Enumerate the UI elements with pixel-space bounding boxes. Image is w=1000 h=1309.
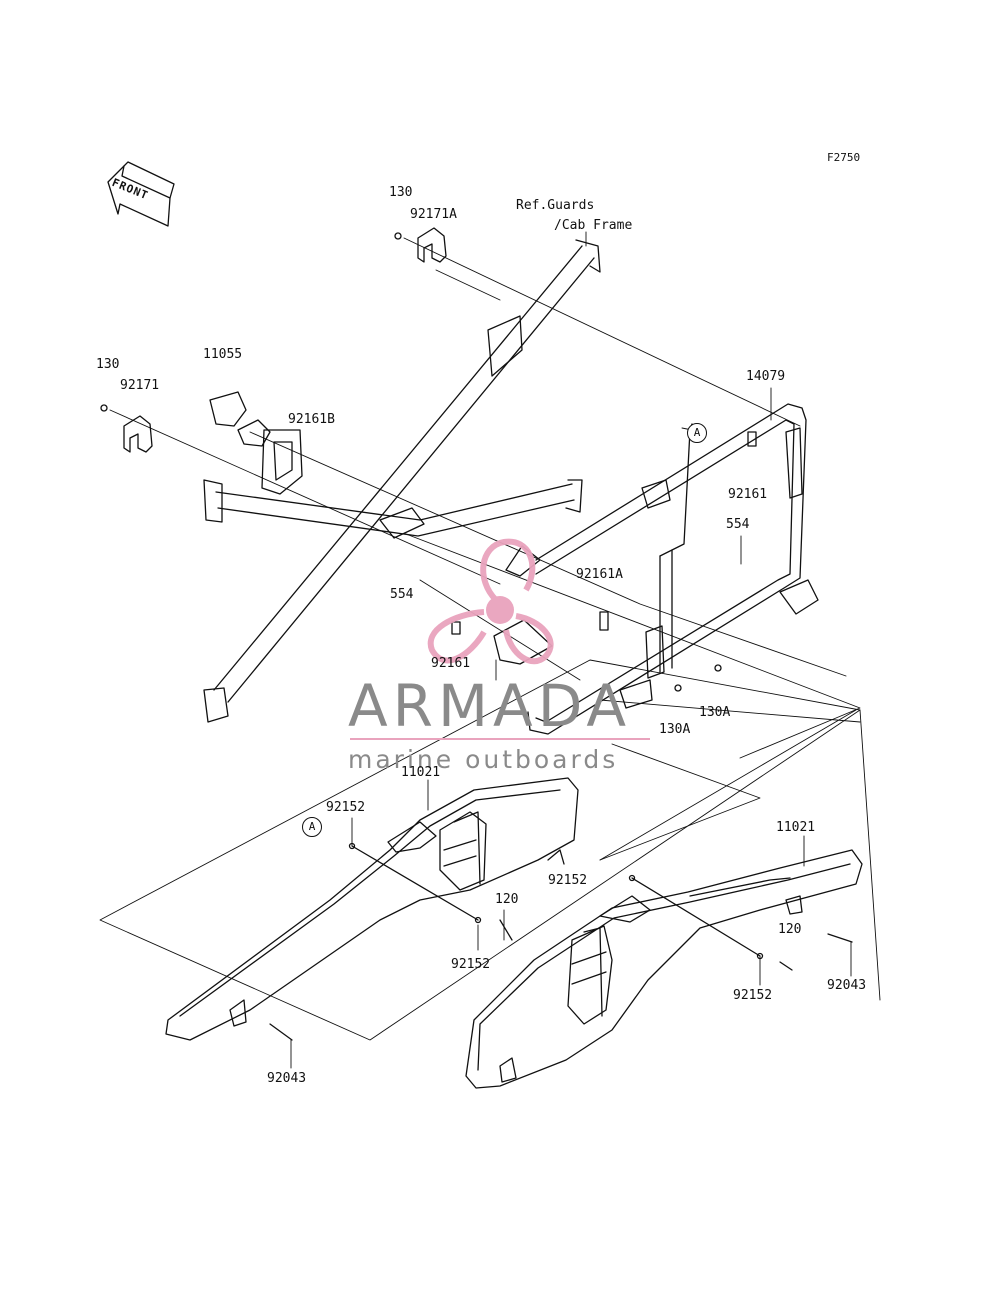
part-label-92161-mid: 92161 — [431, 656, 471, 671]
part-label-92171: 92171 — [120, 378, 160, 393]
rear-frame-14079 — [493, 403, 819, 735]
part-label-14079: 14079 — [746, 369, 786, 384]
main-frame-tube — [203, 239, 601, 723]
left-guard-11021 — [165, 777, 579, 1041]
reference-note-line1: Ref.Guards — [516, 198, 595, 213]
watermark-propeller-icon — [427, 538, 554, 665]
front-arrow-icon — [107, 161, 175, 227]
part-label-92043-left: 92043 — [267, 1071, 307, 1086]
watermark-rule — [350, 738, 650, 740]
callout-marker-a-upper: A — [687, 423, 707, 443]
part-label-130A-b: 130A — [659, 722, 691, 737]
part-label-120-right: 120 — [778, 922, 802, 937]
part-label-92171A: 92171A — [410, 207, 457, 222]
part-label-554-left: 554 — [390, 587, 414, 602]
watermark-brand: ARMADA — [348, 672, 632, 740]
part-label-92161A: 92161A — [576, 567, 623, 582]
part-label-130-top: 130 — [389, 185, 413, 200]
part-label-11021-right: 11021 — [776, 820, 816, 835]
part-label-120-left: 120 — [495, 892, 519, 907]
part-label-92152-right-bottom: 92152 — [733, 988, 773, 1003]
right-guard-11021 — [465, 849, 863, 1089]
callout-marker-a-lower: A — [302, 817, 322, 837]
part-label-92152-left-top: 92152 — [326, 800, 366, 815]
part-label-92152-left-bottom: 92152 — [451, 957, 491, 972]
part-label-92161-right: 92161 — [728, 487, 768, 502]
reference-note-line2: /Cab Frame — [554, 218, 633, 233]
diagram-code: F2750 — [827, 151, 861, 164]
part-label-554-right: 554 — [726, 517, 750, 532]
part-label-92152-right-top: 92152 — [548, 873, 588, 888]
part-label-130A-a: 130A — [699, 705, 731, 720]
part-label-130-left: 130 — [96, 357, 120, 372]
part-label-92161B: 92161B — [288, 412, 335, 427]
watermark-tagline: marine outboards — [348, 745, 619, 774]
part-label-92043-right: 92043 — [827, 978, 867, 993]
part-label-11021-left: 11021 — [401, 765, 441, 780]
part-label-11055: 11055 — [203, 347, 243, 362]
